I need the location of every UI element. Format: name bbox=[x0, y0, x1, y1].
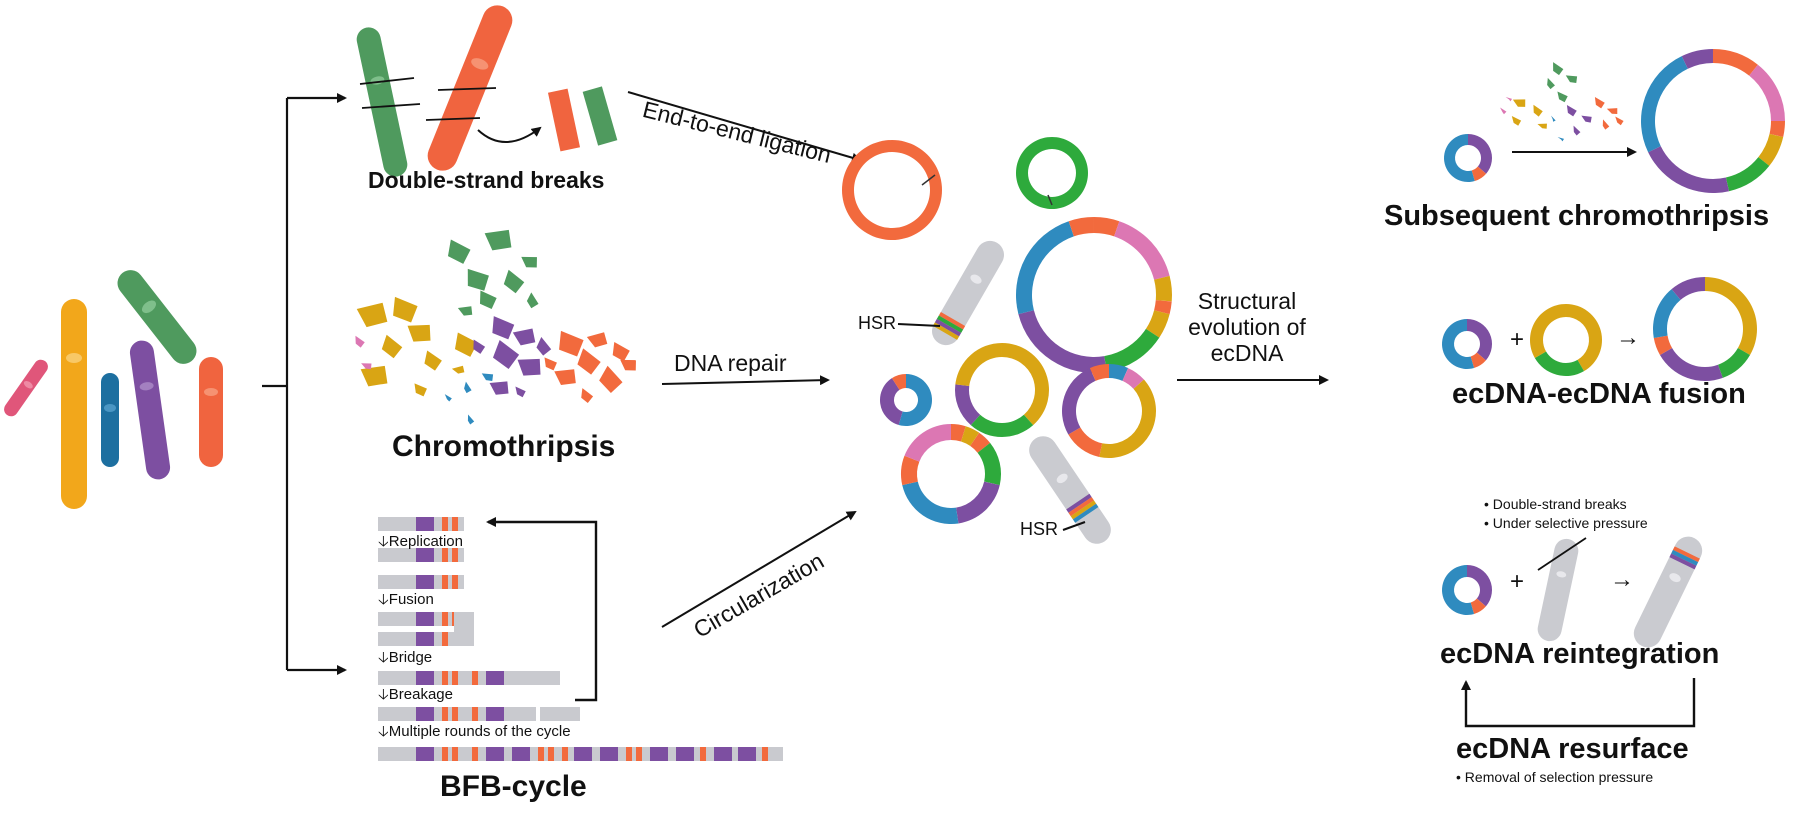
double-strand-breaks-label: Double-strand breaks bbox=[368, 167, 605, 193]
resurface-bullet: • Removal of selection pressure bbox=[1456, 769, 1654, 785]
ecdna-fusion-label: ecDNA-ecDNA fusion bbox=[1452, 378, 1746, 410]
chromosome-navy bbox=[101, 373, 119, 467]
bfb-step-replication: 🡣Replication bbox=[378, 533, 463, 550]
arrow-symbol-reintegration: → bbox=[1610, 566, 1634, 593]
branch-connector bbox=[262, 93, 347, 675]
ecdna-ring-reintegration bbox=[1442, 565, 1492, 615]
ecdna-ring-subsequent-large bbox=[1641, 49, 1785, 193]
bfb-cycle-label: BFB-cycle bbox=[440, 770, 587, 803]
chromothripsis-fragments bbox=[355, 229, 636, 425]
bfb-step-fusion: 🡣Fusion bbox=[378, 591, 434, 608]
chromosome-green bbox=[117, 270, 197, 364]
reintegration-chromosome-2 bbox=[1633, 536, 1703, 648]
down-arrow-icon: 🡣 bbox=[378, 686, 389, 703]
ecdna-ring-fusion-result bbox=[1653, 277, 1757, 381]
subsequent-chromothripsis-fragments bbox=[1500, 62, 1624, 142]
ecdna-reintegration-label: ecDNA reintegration bbox=[1440, 638, 1720, 670]
dsb-chromosomes bbox=[356, 5, 618, 177]
hsr-chromosome-bottom bbox=[1029, 436, 1111, 544]
ecdna-ring-mixed bbox=[1062, 364, 1157, 458]
structural-evolution-line1: Structural bbox=[1197, 288, 1297, 314]
chromosome-yellow bbox=[61, 299, 87, 509]
ecdna-resurface-label: ecDNA resurface bbox=[1456, 733, 1689, 765]
down-arrow-icon: 🡣 bbox=[378, 649, 389, 666]
down-arrow-icon: 🡣 bbox=[378, 723, 389, 740]
bfb-step-bridge: 🡣Bridge bbox=[378, 649, 433, 666]
structural-evolution-line2: evolution of bbox=[1188, 314, 1306, 340]
ecdna-ring-orange bbox=[841, 140, 942, 240]
ecdna-rings bbox=[841, 49, 1785, 615]
hsr-chromosome-top bbox=[932, 240, 1004, 346]
resurface-loop-arrow bbox=[1461, 678, 1696, 728]
chromothripsis-label: Chromothripsis bbox=[392, 430, 616, 463]
chromosome-red bbox=[199, 357, 223, 467]
ecdna-ring-green bbox=[1015, 137, 1088, 209]
subsequent-chromothripsis-label: Subsequent chromothripsis bbox=[1384, 200, 1770, 232]
ecdna-ring-fusion-b bbox=[1530, 304, 1602, 377]
ecdna-ring-large bbox=[1016, 217, 1172, 373]
bfb-step-breakage: 🡣Breakage bbox=[378, 686, 453, 703]
middle-arrows bbox=[627, 91, 1329, 628]
bfb-cycle-bars bbox=[378, 517, 783, 761]
plus-symbol-fusion: + bbox=[1510, 326, 1525, 353]
bfb-step-multiple-rounds: 🡣Multiple rounds of the cycle bbox=[378, 723, 571, 740]
down-arrow-icon: 🡣 bbox=[378, 591, 389, 608]
ecdna-ring-subsequent-small bbox=[1444, 134, 1492, 182]
down-arrow-icon: 🡣 bbox=[378, 533, 389, 550]
reintegration-chromosome-1 bbox=[1537, 538, 1579, 642]
chromosome-purple bbox=[129, 340, 171, 480]
arrow-symbol-fusion: → bbox=[1616, 324, 1640, 351]
structural-evolution-line3: ecDNA bbox=[1210, 340, 1284, 366]
reintegration-bullet-2: • Under selective pressure bbox=[1484, 515, 1648, 531]
chromosome-pink bbox=[4, 359, 48, 417]
ecdna-ring-yellow bbox=[955, 343, 1049, 437]
dna-repair-label: DNA repair bbox=[674, 350, 787, 376]
bfb-return-arrow bbox=[486, 517, 598, 702]
input-chromosomes bbox=[4, 270, 223, 509]
ecdna-ring-fusion-a bbox=[1442, 319, 1492, 369]
ecdna-ring-pink bbox=[900, 424, 1001, 524]
hsr-label-bottom: HSR bbox=[1020, 519, 1059, 539]
reintegration-bullet-1: • Double-strand breaks bbox=[1484, 496, 1627, 512]
plus-symbol-reintegration: + bbox=[1510, 568, 1525, 595]
hsr-label-top: HSR bbox=[858, 313, 897, 333]
ecdna-ring-small-blue bbox=[880, 374, 932, 426]
